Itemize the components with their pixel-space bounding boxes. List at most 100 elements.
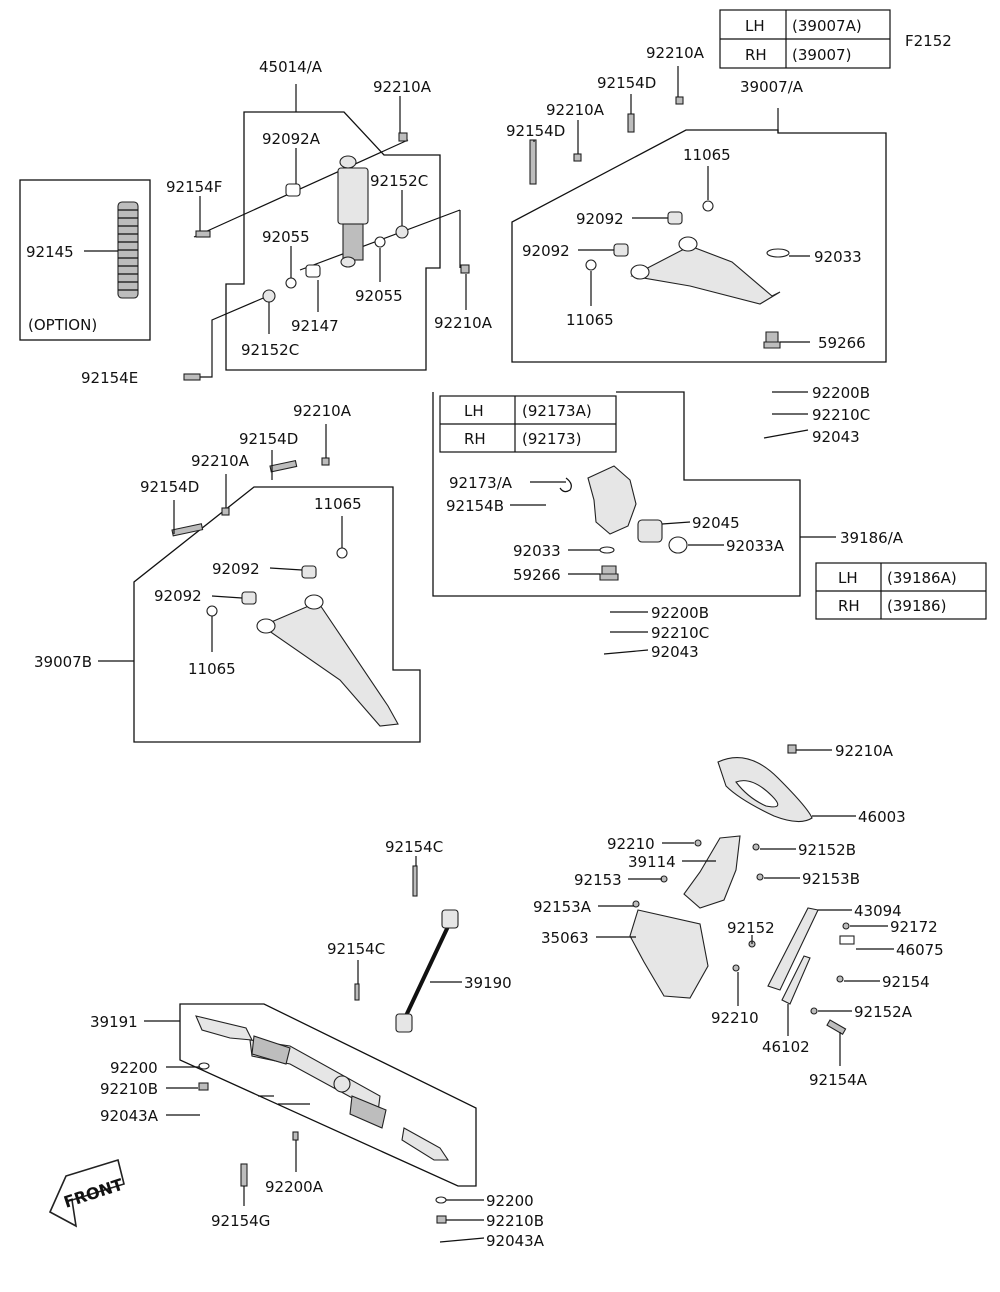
collar bbox=[305, 264, 321, 278]
rack-boot bbox=[251, 1035, 291, 1065]
callout-92055: 92055 bbox=[262, 228, 310, 246]
bushing bbox=[262, 289, 276, 303]
knuckle bbox=[587, 465, 637, 535]
spindle-lr-table: LH (92173A) RH (92173) bbox=[439, 395, 617, 453]
figure-code: F2152 bbox=[905, 32, 952, 50]
nut bbox=[292, 1131, 299, 1141]
callout-92210: 92210 bbox=[607, 835, 655, 853]
tie-rod-end bbox=[401, 1127, 450, 1161]
callout-11065: 11065 bbox=[314, 495, 362, 513]
bolt bbox=[171, 523, 204, 537]
callout-92200: 92200 bbox=[110, 1059, 158, 1077]
callout-92210a: 92210A bbox=[191, 452, 250, 470]
ball-joint bbox=[599, 565, 619, 581]
nut bbox=[221, 507, 230, 516]
spindle-clip bbox=[559, 477, 572, 493]
collar bbox=[613, 243, 629, 257]
callout-92200b: 92200B bbox=[651, 604, 709, 622]
callout-92092: 92092 bbox=[522, 242, 570, 260]
rh-part-cell: (39007) bbox=[792, 46, 851, 64]
nut bbox=[675, 96, 684, 105]
callout-11065: 11065 bbox=[566, 311, 614, 329]
callout-45014a: 45014/A bbox=[259, 58, 323, 76]
leader-lines bbox=[84, 66, 894, 1243]
callout-92210a: 92210A bbox=[434, 314, 493, 332]
bolt bbox=[627, 113, 635, 133]
callout-92092: 92092 bbox=[154, 587, 202, 605]
knuckle-group bbox=[432, 391, 801, 597]
callout-92210a: 92210A bbox=[646, 44, 705, 62]
callout-92152c: 92152C bbox=[241, 341, 299, 359]
steering-group bbox=[629, 744, 855, 1035]
callout-92154b: 92154B bbox=[446, 497, 504, 515]
ball-joint bbox=[763, 331, 781, 349]
bolt bbox=[269, 459, 298, 473]
bolt bbox=[354, 983, 360, 1001]
bolt bbox=[183, 373, 201, 381]
nut bbox=[398, 132, 408, 142]
lower-arm-lr-table: LH (39007A) RH (39007) bbox=[719, 9, 891, 69]
callout-92210a: 92210A bbox=[835, 742, 894, 760]
callout-43094: 43094 bbox=[854, 902, 902, 920]
bolt bbox=[195, 230, 211, 238]
shock-body bbox=[337, 167, 369, 225]
callout-92154d: 92154D bbox=[239, 430, 298, 448]
hub bbox=[637, 519, 663, 543]
callout-59266: 59266 bbox=[818, 334, 866, 352]
callout-46003: 46003 bbox=[858, 808, 906, 826]
lh-cell: LH bbox=[464, 402, 484, 420]
rack-boot bbox=[349, 1095, 387, 1129]
callout-92200: 92200 bbox=[486, 1192, 534, 1210]
collar bbox=[301, 565, 317, 579]
lh-part-cell: (39007A) bbox=[792, 17, 862, 35]
callout-92210b: 92210B bbox=[486, 1212, 544, 1230]
callout-92154e: 92154E bbox=[81, 369, 138, 387]
callout-92043a: 92043A bbox=[100, 1107, 159, 1125]
callout-11065: 11065 bbox=[683, 146, 731, 164]
callout-92210c: 92210C bbox=[651, 624, 709, 642]
snap-ring bbox=[668, 536, 688, 554]
bolt bbox=[529, 139, 537, 185]
steering-shaft-group bbox=[354, 865, 459, 1033]
coil-spring bbox=[117, 201, 139, 299]
callout-92210c: 92210C bbox=[812, 406, 870, 424]
callout-92200b: 92200B bbox=[812, 384, 870, 402]
callout-92153b: 92153B bbox=[802, 870, 860, 888]
callout-92152a: 92152A bbox=[854, 1003, 913, 1021]
shock-rod bbox=[342, 223, 364, 261]
callout-92210a: 92210A bbox=[373, 78, 432, 96]
lh-cell: LH bbox=[745, 17, 765, 35]
tie-rod-end bbox=[195, 1015, 253, 1041]
callout-92152: 92152 bbox=[727, 919, 775, 937]
callout-92152b: 92152B bbox=[798, 841, 856, 859]
u-joint bbox=[441, 909, 459, 929]
callout-92173a: 92173/A bbox=[449, 474, 513, 492]
rh-part-cell: (39186) bbox=[887, 597, 946, 615]
front-direction-arrow: FRONT bbox=[48, 1158, 125, 1228]
bolt bbox=[412, 865, 418, 897]
callout-46102: 46102 bbox=[762, 1038, 810, 1056]
callout-92210a: 92210A bbox=[546, 101, 605, 119]
callout-92092a: 92092A bbox=[262, 130, 321, 148]
nut bbox=[573, 153, 582, 162]
bolt bbox=[240, 1163, 248, 1187]
rh-cell: RH bbox=[745, 46, 767, 64]
nut bbox=[460, 264, 470, 274]
washer bbox=[702, 200, 714, 212]
steering-column bbox=[683, 835, 741, 909]
bushing bbox=[395, 225, 409, 239]
washer bbox=[336, 547, 348, 559]
callout-59266: 59266 bbox=[513, 566, 561, 584]
a-arm-upper-group bbox=[511, 96, 887, 363]
circlip bbox=[766, 248, 790, 258]
collar bbox=[285, 183, 301, 197]
callout-39114: 39114 bbox=[628, 853, 676, 871]
knuckle-lr-table: LH (39186A) RH (39186) bbox=[815, 562, 987, 620]
washer bbox=[585, 259, 597, 271]
callout-92055: 92055 bbox=[355, 287, 403, 305]
a-arm bbox=[630, 245, 781, 305]
nut bbox=[321, 457, 330, 466]
callout-92147: 92147 bbox=[291, 317, 339, 335]
lh-part-cell: (39186A) bbox=[887, 569, 957, 587]
callout-39191: 39191 bbox=[90, 1013, 138, 1031]
